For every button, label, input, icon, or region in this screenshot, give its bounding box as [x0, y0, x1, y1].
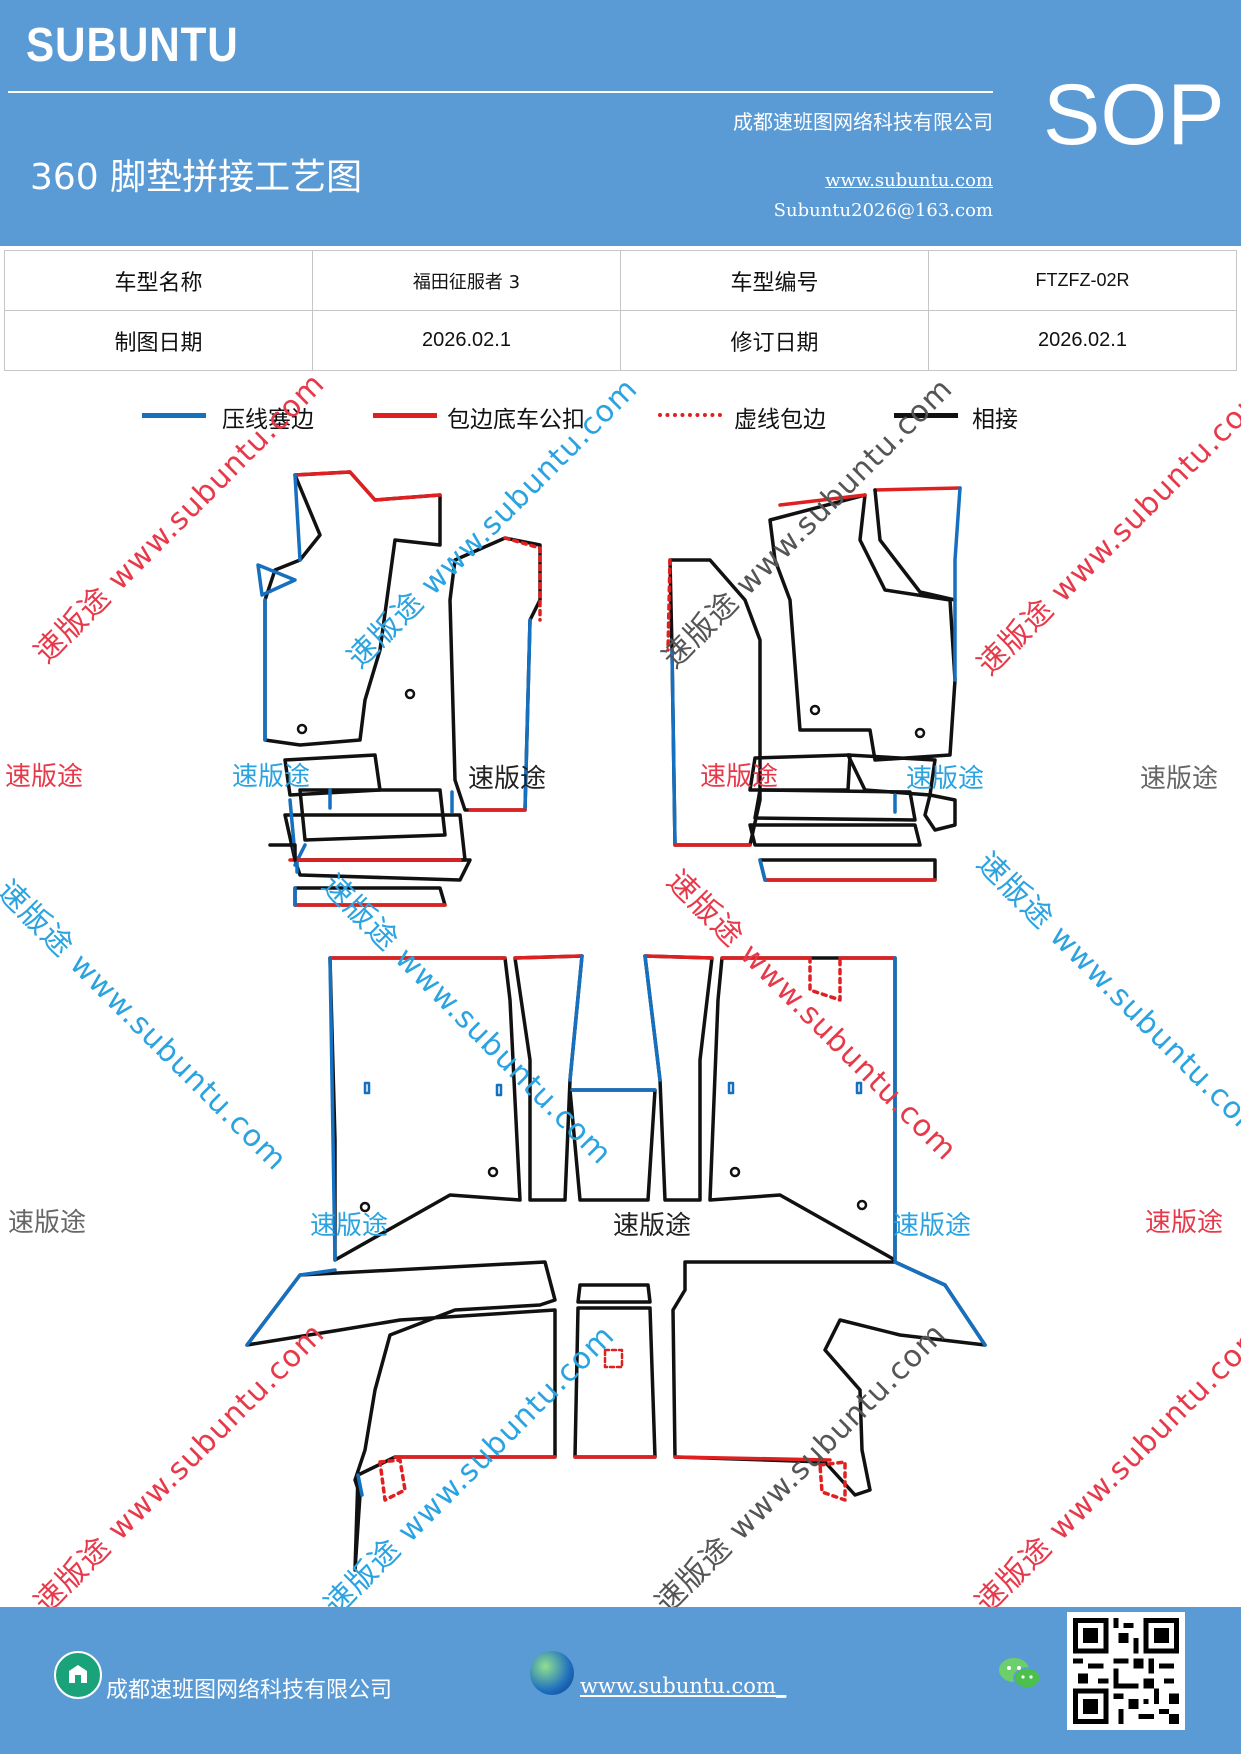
- watermark-brand: 速版途: [310, 1211, 389, 1241]
- label-model-name: 车型名称: [4, 250, 313, 311]
- mat-piece-tunnel: [568, 1088, 657, 1202]
- mat-piece-driver-main: [256, 470, 442, 747]
- mat-piece-front-right-strip: [643, 954, 714, 1202]
- mat-piece-front-left-strip: [513, 954, 584, 1202]
- sop-badge: SOP: [1043, 67, 1225, 163]
- mat-piece-rear-center: [573, 1283, 657, 1459]
- page-title: 360 脚垫拼接工艺图: [30, 157, 363, 198]
- legend-swatch: [658, 413, 722, 417]
- value-model-code: FTZFZ-02R: [928, 250, 1237, 311]
- mat-piece-front-left: [328, 956, 522, 1262]
- header-company: 成都速班图网络科技有限公司: [733, 110, 993, 134]
- label-revise-date: 修订日期: [620, 310, 929, 371]
- watermark-brand: 速版途: [893, 1211, 972, 1241]
- watermark-brand: 速版途: [1140, 764, 1219, 794]
- watermark-brand: 速版途: [700, 762, 779, 792]
- legend-label: 相接: [972, 407, 1018, 433]
- header-divider: [8, 91, 993, 93]
- watermark-brand: 速版途: [5, 762, 84, 792]
- header-email: Subuntu2026@163.com: [773, 200, 993, 221]
- table-row: 车型名称 福田征服者 3 车型编号 FTZFZ-02R: [4, 250, 1237, 311]
- watermark-brand: 速版途: [468, 764, 547, 794]
- watermark-brand: 速版途: [232, 762, 311, 792]
- mat-piece-front-right: [708, 956, 897, 1262]
- mat-piece-passenger-lower: [748, 753, 957, 882]
- legend-item-joint: 相接: [894, 396, 1054, 433]
- watermark-brand: 速版途: [1145, 1208, 1224, 1238]
- mat-piece-passenger-pillar: [666, 558, 762, 847]
- mat-piece-passenger-main: [768, 486, 962, 762]
- wechat-icon[interactable]: [996, 1652, 1041, 1696]
- label-model-code: 车型编号: [620, 250, 929, 311]
- mat-piece-driver-pillar: [448, 536, 542, 812]
- globe-icon: [530, 1651, 574, 1695]
- header-banner: SUBUNTU 成都速班图网络科技有限公司 360 脚垫拼接工艺图 www.su…: [0, 0, 1241, 246]
- legend-swatch: [142, 413, 206, 418]
- qr-code[interactable]: [1067, 1612, 1185, 1730]
- footer-company: 成都速班图网络科技有限公司: [106, 1678, 393, 1703]
- table-row: 制图日期 2026.02.1 修订日期 2026.02.1: [4, 310, 1237, 371]
- brand-logo: SUBUNTU: [26, 19, 239, 72]
- value-draw-date: 2026.02.1: [312, 310, 621, 371]
- mat-piece-driver-lower: [268, 753, 472, 907]
- legend-swatch: [894, 413, 958, 418]
- legend-item-wrap-edge: 包边底车公扣: [373, 396, 613, 433]
- legend-item-press-line: 压线塞边: [142, 396, 342, 433]
- mat-piece-rear-left: [245, 1260, 557, 1572]
- legend-label: 包边底车公扣: [447, 407, 585, 433]
- legend-swatch: [373, 413, 437, 418]
- legend-item-dotted-edge: 虚线包边: [658, 396, 858, 433]
- value-revise-date: 2026.02.1: [928, 310, 1237, 371]
- vehicle-info-table: 车型名称 福田征服者 3 车型编号 FTZFZ-02R 制图日期 2026.02…: [4, 250, 1237, 371]
- value-model-name: 福田征服者 3: [312, 250, 621, 311]
- label-draw-date: 制图日期: [4, 310, 313, 371]
- floor-mat-pattern-diagram: [245, 470, 987, 1572]
- mat-piece-rear-right: [671, 1260, 987, 1502]
- footer-website-link[interactable]: www.subuntu.com_: [580, 1674, 787, 1698]
- watermark-brand: 速版途: [613, 1211, 692, 1241]
- legend-label: 虚线包边: [734, 407, 826, 433]
- header-website-link[interactable]: www.subuntu.com: [825, 170, 993, 191]
- watermark-brand: 速版途: [8, 1208, 87, 1238]
- building-icon: [54, 1651, 102, 1699]
- legend-label: 压线塞边: [222, 407, 314, 433]
- watermark-brand: 速版途: [906, 764, 985, 794]
